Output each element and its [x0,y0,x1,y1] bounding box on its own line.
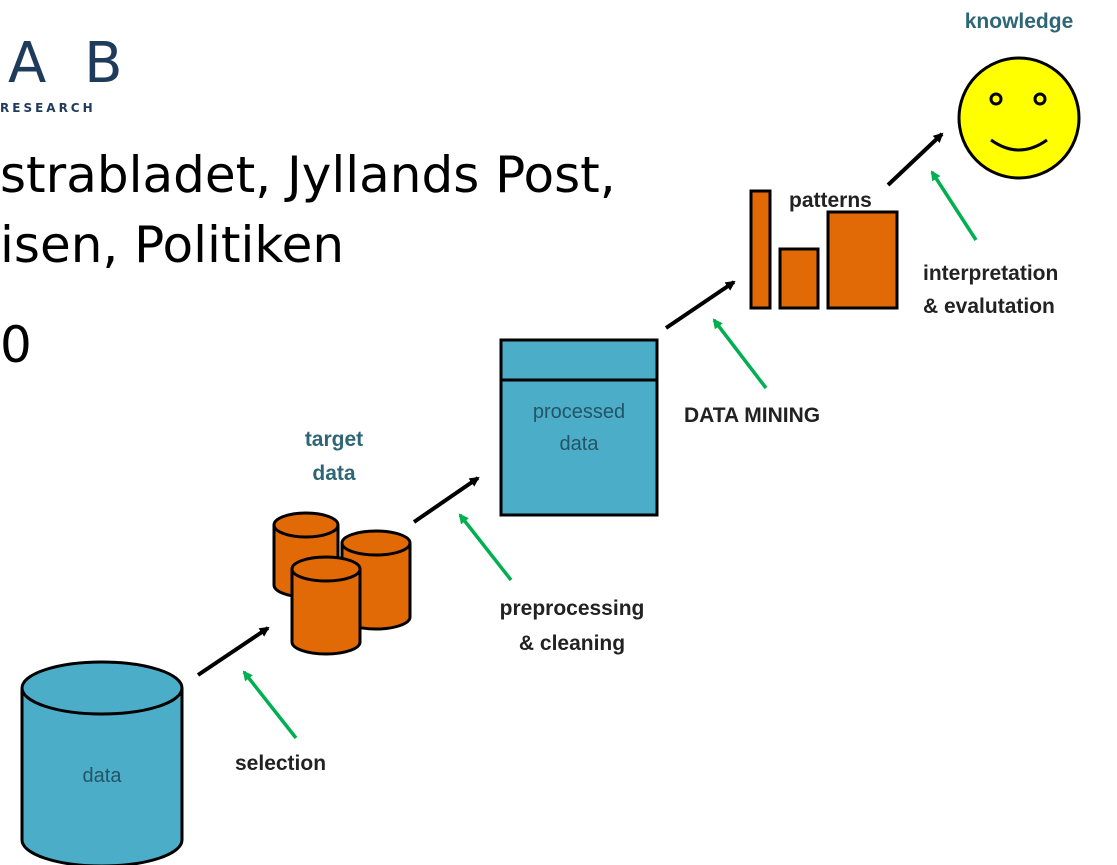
patterns-bars-icon [749,189,899,310]
patterns-label: patterns [789,189,872,212]
processed-data-label-line-2: data [560,433,600,455]
target-data-label-line-2: data [312,462,356,485]
preprocessing-label-line-1: preprocessing [500,597,645,620]
slide-text-line-2: isen, Politiken [0,216,344,274]
interpretation-label-line-2: & evalutation [923,295,1055,318]
logo-main-text: A B [8,31,133,96]
arrow-selection-icon [196,626,270,677]
green-arrow-selection-icon [242,670,298,740]
green-arrow-interpretation-icon [930,170,978,241]
arrow-preprocessing-icon [412,476,480,524]
arrow-interpretation-icon [886,132,944,187]
target-data-cylinders-icon [272,511,412,656]
data-mining-label: DATA MINING [684,404,820,427]
processed-data-label-line-1: processed [533,401,625,423]
green-arrow-preprocessing-icon [458,513,513,582]
slide-text-line-1: strabladet, Jyllands Post, [0,146,616,204]
green-arrow-data-mining-icon [712,318,768,390]
target-data-label-line-1: target [305,428,363,451]
interpretation-label-line-1: interpretation [923,262,1058,285]
selection-label: selection [235,752,326,775]
arrow-data-mining-icon [664,280,736,330]
slide-text-line-3: 0 [0,316,32,374]
preprocessing-label-line-2: & cleaning [519,632,625,655]
logo-sub-text: RESEARCH [0,101,96,115]
processed-data-box-icon [499,338,659,517]
data-cylinder-icon [20,660,184,865]
data-label: data [83,765,123,787]
knowledge-label: knowledge [965,10,1074,33]
smiley-face-icon [957,56,1081,180]
